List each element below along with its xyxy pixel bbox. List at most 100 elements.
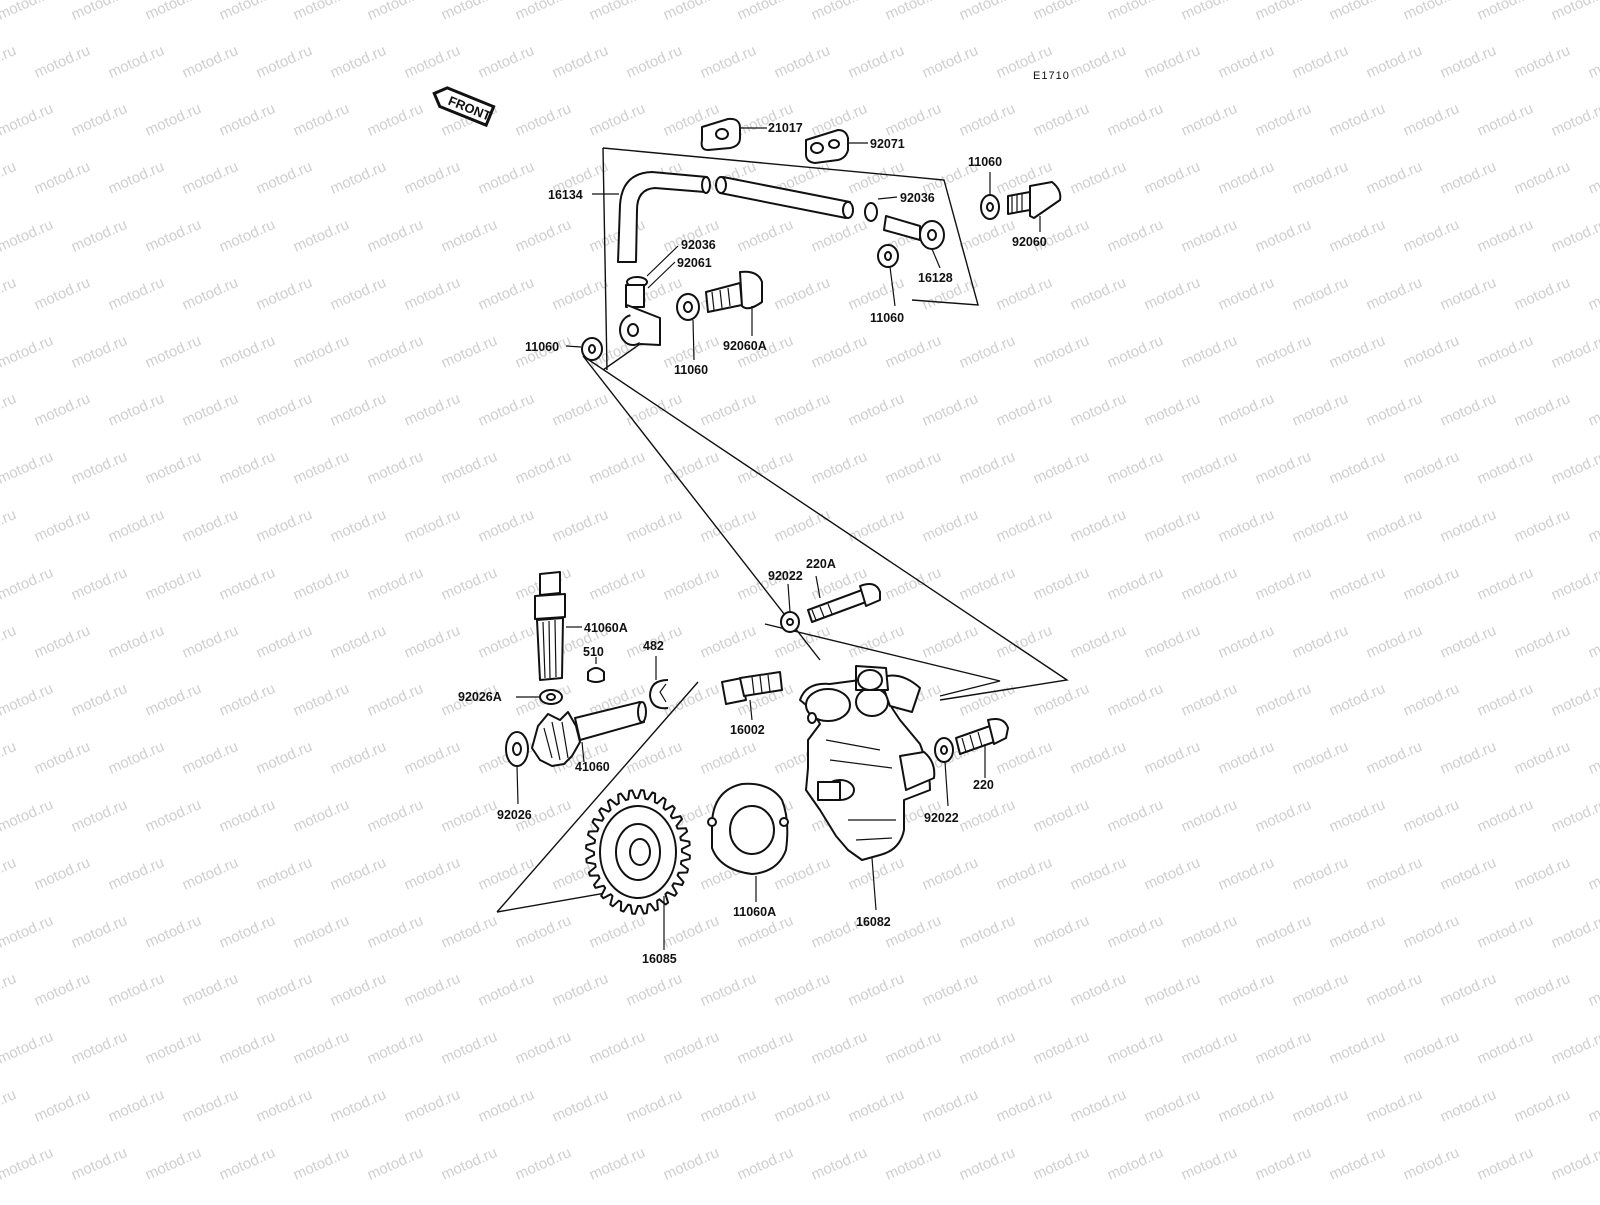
watermark-text: motod.ru [1327,912,1388,952]
watermark-text: motod.ru [402,1086,463,1126]
watermark-text: motod.ru [402,738,463,778]
watermark-text: motod.ru [143,796,204,836]
watermark-text: motod.ru [402,390,463,430]
watermark-text: motod.ru [69,332,130,372]
watermark-text: motod.ru [143,564,204,604]
watermark-text: motod.ru [1586,970,1600,1010]
watermark-text: motod.ru [846,970,907,1010]
watermark-text: motod.ru [809,1144,870,1184]
watermark-text: motod.ru [1512,274,1573,314]
assembly-leader-lines [496,355,1069,913]
watermark-text: motod.ru [1031,912,1092,952]
watermark-text: motod.ru [106,158,167,198]
watermark-text: motod.ru [1031,1028,1092,1068]
watermark-text: motod.ru [32,42,93,82]
watermark-text: motod.ru [1327,1144,1388,1184]
watermark-text: motod.ru [994,506,1055,546]
banjo-bolt-92060A-part [705,270,763,313]
watermark-text: motod.ru [1031,0,1092,24]
watermark-text: motod.ru [0,158,19,198]
label-92060A: 92060A [723,339,767,353]
diagram-code: E1710 [1033,70,1070,82]
watermark-text: motod.ru [365,0,426,24]
watermark-text: motod.ru [846,1086,907,1126]
watermark-text: motod.ru [328,158,389,198]
watermark-text: motod.ru [32,970,93,1010]
watermark-text: motod.ru [846,42,907,82]
watermark-text: motod.ru [254,158,315,198]
watermark-text: motod.ru [550,390,611,430]
watermark-text: motod.ru [180,390,241,430]
watermark-text: motod.ru [1290,738,1351,778]
watermark-text: motod.ru [69,0,130,24]
watermark-text: motod.ru [106,970,167,1010]
watermark-text: motod.ru [661,912,722,952]
watermark-text: motod.ru [624,390,685,430]
watermark-text: motod.ru [1068,1086,1129,1126]
watermark-text: motod.ru [846,158,907,198]
watermark-text: motod.ru [402,970,463,1010]
watermark-text: motod.ru [254,42,315,82]
watermark-text: motod.ru [883,1028,944,1068]
drive-shaft-41060A-part [534,571,566,681]
watermark-text: motod.ru [1105,680,1166,720]
watermark-text: motod.ru [1179,912,1240,952]
label-92026A: 92026A [458,690,502,704]
watermark-text: motod.ru [291,1028,352,1068]
watermark-text: motod.ru [1179,100,1240,140]
watermark-text: motod.ru [254,506,315,546]
watermark-text: motod.ru [143,912,204,952]
watermark-text: motod.ru [254,738,315,778]
watermark-text: motod.ru [994,390,1055,430]
watermark-text: motod.ru [217,100,278,140]
watermark-text: motod.ru [402,854,463,894]
watermark-text: motod.ru [846,854,907,894]
watermark-text: motod.ru [106,622,167,662]
watermark-text: motod.ru [1549,332,1600,372]
watermark-text: motod.ru [1401,912,1462,952]
watermark-text: motod.ru [920,622,981,662]
watermark-text: motod.ru [1105,0,1166,24]
watermark-text: motod.ru [291,216,352,256]
watermark-text: motod.ru [1401,1144,1462,1184]
label-21017: 21017 [768,121,803,135]
watermark-text: motod.ru [1290,854,1351,894]
oil-hose-16134-part [617,171,711,263]
watermark-text: motod.ru [69,680,130,720]
watermark-text: motod.ru [1549,216,1600,256]
washer-11060-mid-right-part [877,244,899,268]
watermark-text: motod.ru [476,506,537,546]
watermark-text: motod.ru [0,274,19,314]
label-41060A: 41060A [584,621,628,635]
watermark-text: motod.ru [32,158,93,198]
watermark-text: motod.ru [1179,1028,1240,1068]
label-16002: 16002 [730,723,765,737]
watermark-text: motod.ru [1216,158,1277,198]
watermark-text: motod.ru [0,1086,19,1126]
watermark-text: motod.ru [587,216,648,256]
watermark-text: motod.ru [698,506,759,546]
washer-11060-center-part [676,293,700,321]
watermark-text: motod.ru [1068,390,1129,430]
watermark-text: motod.ru [1364,158,1425,198]
watermark-text: motod.ru [883,912,944,952]
watermark-text: motod.ru [1179,796,1240,836]
bolt-220-part [955,718,1009,755]
watermark-text: motod.ru [1105,912,1166,952]
cap-21017-part [700,117,741,151]
watermark-text: motod.ru [809,332,870,372]
watermark-text: motod.ru [1068,738,1129,778]
watermark-text: motod.ru [1401,216,1462,256]
watermark-text: motod.ru [32,274,93,314]
washer-92022-top-part [780,611,800,633]
watermark-text: motod.ru [365,564,426,604]
watermark-text: motod.ru [1586,1086,1600,1126]
watermark-text: motod.ru [1364,390,1425,430]
watermark-text: motod.ru [143,0,204,24]
watermark-text: motod.ru [143,1028,204,1068]
watermark-text: motod.ru [291,448,352,488]
watermark-text: motod.ru [1290,1086,1351,1126]
watermark-text: motod.ru [291,332,352,372]
watermark-text: motod.ru [0,738,19,778]
